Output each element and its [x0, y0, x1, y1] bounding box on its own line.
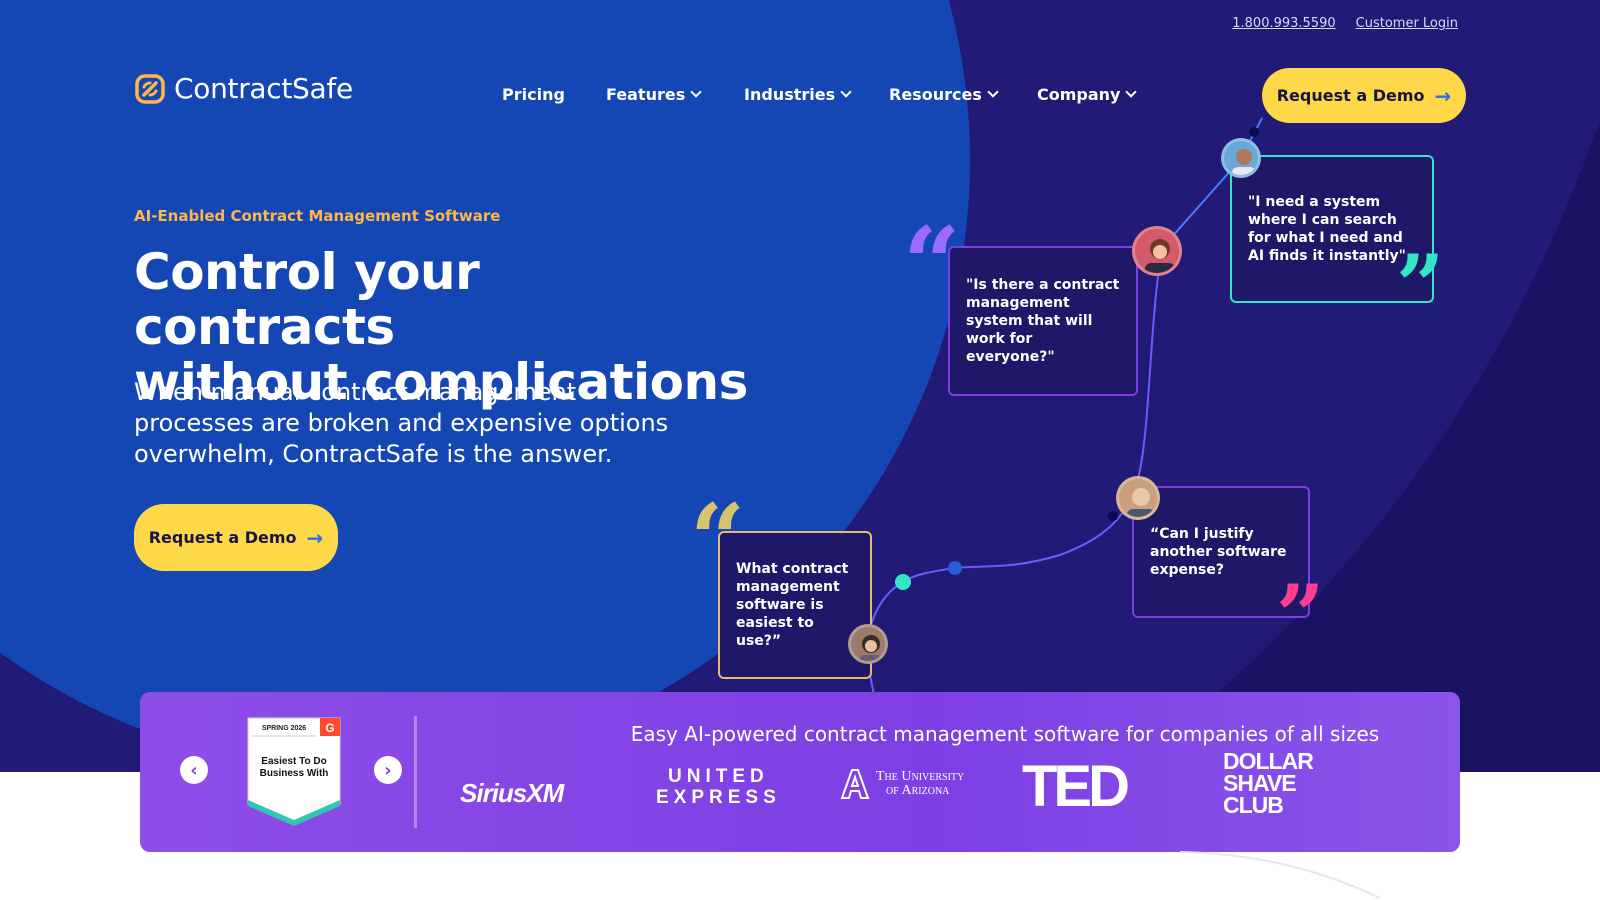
headline-line-2: without complications: [134, 353, 748, 411]
logo-line: DOLLAR: [1223, 748, 1314, 774]
brand-logo[interactable]: ContractSafe: [134, 72, 353, 105]
strip-title: Easy AI-powered contract management soft…: [630, 722, 1380, 746]
contractsafe-logo-icon: [135, 73, 165, 104]
nav-item-features[interactable]: Features: [606, 85, 744, 104]
nav-label: Features: [606, 85, 686, 104]
arrow-right-icon: →: [1434, 83, 1452, 108]
logo-line: SHAVE: [1223, 770, 1297, 796]
university-of-arizona-logo: The University of Arizona: [840, 768, 964, 800]
nav-item-industries[interactable]: Industries: [744, 85, 889, 104]
hero-request-demo-button[interactable]: Request a Demo →: [134, 504, 338, 571]
nav-item-company[interactable]: Company: [1037, 85, 1138, 104]
opening-quote-icon: “: [903, 205, 961, 323]
badge-line-1: Easiest To Do: [261, 756, 326, 767]
arrow-right-icon: →: [306, 525, 324, 550]
logo-line: CLUB: [1223, 792, 1284, 818]
chevron-down-icon: [690, 86, 702, 98]
button-label: Request a Demo: [1276, 86, 1425, 105]
quote-text: "I need a system where I can search for …: [1248, 194, 1406, 264]
g2-logo-icon: G: [325, 721, 334, 735]
button-label: Request a Demo: [148, 528, 297, 547]
customer-logos: SiriusXM UNITED EXPRESS The University o…: [460, 750, 1360, 838]
dollar-shave-club-logo: DOLLAR SHAVE CLUB: [1223, 748, 1314, 818]
customer-login-link[interactable]: Customer Login: [1355, 16, 1458, 31]
logo-line: EXPRESS: [656, 787, 781, 808]
avatar: [1116, 476, 1160, 520]
carousel-next-button[interactable]: ›: [374, 756, 402, 784]
nav-label: Resources: [889, 85, 982, 104]
top-utility-bar: 1.800.993.5590 Customer Login: [1232, 16, 1458, 31]
logo-line: The University: [876, 769, 965, 784]
closing-quote-icon: ”: [1396, 236, 1445, 335]
arizona-a-icon: [840, 769, 870, 799]
chevron-left-icon: ‹: [190, 759, 198, 781]
hero-eyebrow: AI-Enabled Contract Management Software: [134, 207, 501, 225]
hero-subtext: When manual contract management processe…: [134, 378, 669, 468]
avatar: [1221, 138, 1261, 178]
quote-card-easiest: What contract management software is eas…: [718, 531, 872, 679]
nav-label: Pricing: [502, 85, 565, 104]
chevron-down-icon: [1125, 86, 1138, 98]
avatar: [1132, 226, 1182, 276]
quote-text: What contract management software is eas…: [736, 561, 849, 649]
logo-line: UNITED: [668, 766, 769, 787]
quote-card-search: "I need a system where I can search for …: [1230, 155, 1434, 303]
nav-label: Company: [1037, 85, 1121, 104]
nav-label: Industries: [744, 85, 836, 104]
chevron-right-icon: ›: [384, 759, 392, 781]
closing-quote-icon: ”: [1276, 566, 1325, 665]
logo-line: of Arizona: [886, 783, 950, 798]
hero-headline: Control your contracts without complicat…: [134, 245, 754, 410]
ted-logo: TED: [1022, 754, 1130, 819]
siriusxm-logo: SiriusXM: [460, 778, 564, 808]
main-nav: Pricing Features Industries Resources Co…: [502, 85, 1138, 104]
phone-link[interactable]: 1.800.993.5590: [1232, 16, 1336, 31]
headline-line-1: Control your contracts: [134, 243, 480, 356]
customer-logo-strip: ‹ G SPRING 2026 Easiest To Do Business W…: [140, 692, 1460, 852]
header-request-demo-button[interactable]: Request a Demo →: [1262, 68, 1466, 123]
carousel-prev-button[interactable]: ‹: [180, 756, 208, 784]
avatar: [848, 624, 888, 664]
opening-quote-icon: “: [690, 483, 746, 596]
hero-section: 1.800.993.5590 Customer Login ContractSa…: [0, 0, 1600, 772]
badge-line-2: Business With: [260, 768, 329, 779]
quote-card-everyone: "Is there a contract management system t…: [948, 246, 1138, 396]
chevron-down-icon: [987, 86, 999, 98]
united-express-logo: UNITED EXPRESS: [656, 766, 781, 808]
nav-item-resources[interactable]: Resources: [889, 85, 1037, 104]
badge-season: SPRING 2026: [262, 725, 306, 732]
g2-award-badge: G SPRING 2026 Easiest To Do Business Wit…: [247, 717, 341, 826]
quote-text: “Can I justify another software expense?: [1150, 526, 1287, 578]
quote-card-justify: “Can I justify another software expense?: [1132, 486, 1310, 618]
chevron-down-icon: [840, 86, 852, 98]
brand-name: ContractSafe: [174, 72, 353, 105]
quote-text: "Is there a contract management system t…: [966, 277, 1120, 365]
nav-item-pricing[interactable]: Pricing: [502, 85, 606, 104]
strip-divider: [414, 716, 417, 828]
decorative-curve: [1180, 851, 1381, 899]
